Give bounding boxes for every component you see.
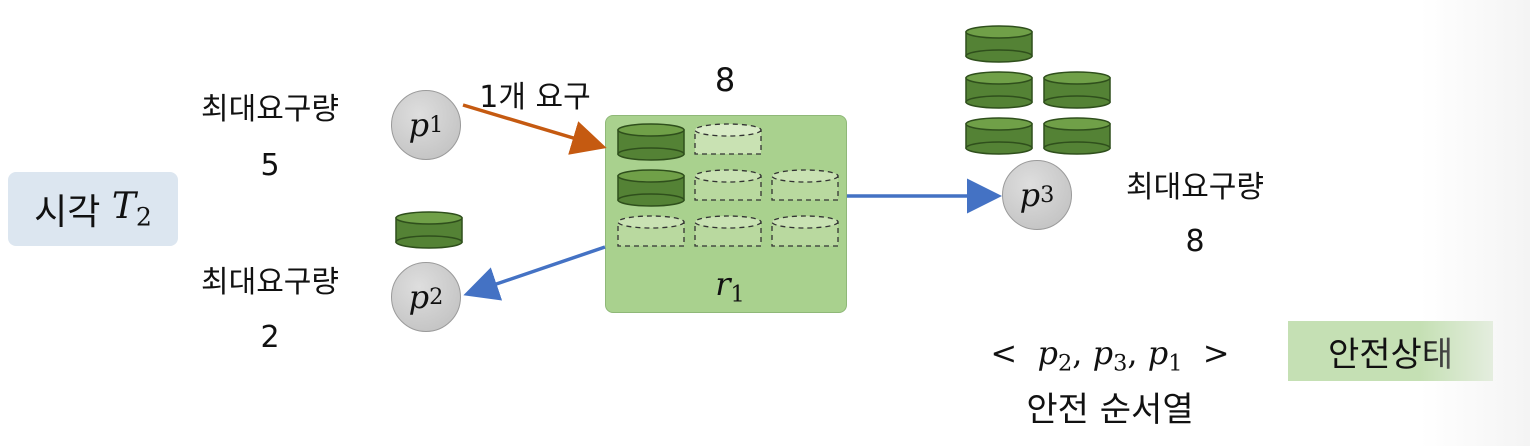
p2-max-demand-label: 최대요구량 bbox=[201, 265, 339, 300]
time-label: 시각 T2 bbox=[8, 172, 178, 246]
p3-held-unit bbox=[965, 117, 1033, 155]
p3-held-unit bbox=[1043, 71, 1111, 109]
p3-held-unit bbox=[1043, 117, 1111, 155]
r1-unit-free bbox=[617, 215, 685, 247]
r1-unit-allocated bbox=[617, 123, 685, 161]
r1-unit-free bbox=[694, 123, 762, 155]
safe-sequence: < p2, p3, p1 > bbox=[990, 334, 1230, 377]
p3-held-unit bbox=[965, 71, 1033, 109]
p3-max-demand-label: 최대요구량 bbox=[1126, 170, 1264, 205]
p3-held-unit bbox=[965, 25, 1033, 63]
p1-max-demand-value: 5 bbox=[260, 148, 280, 183]
time-label-text: 시각 bbox=[34, 192, 101, 233]
resource-total: 8 bbox=[714, 61, 736, 99]
p1-max-demand-label: 최대요구량 bbox=[201, 92, 339, 127]
edge-decoration bbox=[1420, 0, 1530, 446]
r1-unit-allocated bbox=[617, 169, 685, 207]
time-symbol: T2 bbox=[111, 186, 152, 232]
p2-max-demand-value: 2 bbox=[260, 320, 280, 355]
p3-max-demand-value: 8 bbox=[1185, 224, 1205, 259]
safe-sequence-caption: 안전 순서열 bbox=[1026, 390, 1194, 430]
request-arrow-p1 bbox=[462, 103, 607, 155]
r1-unit-free bbox=[694, 169, 762, 201]
r1-unit-free bbox=[694, 215, 762, 247]
r1-unit-free bbox=[771, 215, 839, 247]
request-label: 1개 요구 bbox=[479, 80, 591, 115]
allocation-arrow-p2 bbox=[463, 245, 606, 301]
r1-unit-free bbox=[771, 169, 839, 201]
p2-held-unit bbox=[395, 211, 463, 249]
resource-r1-label: r1 bbox=[715, 265, 745, 308]
